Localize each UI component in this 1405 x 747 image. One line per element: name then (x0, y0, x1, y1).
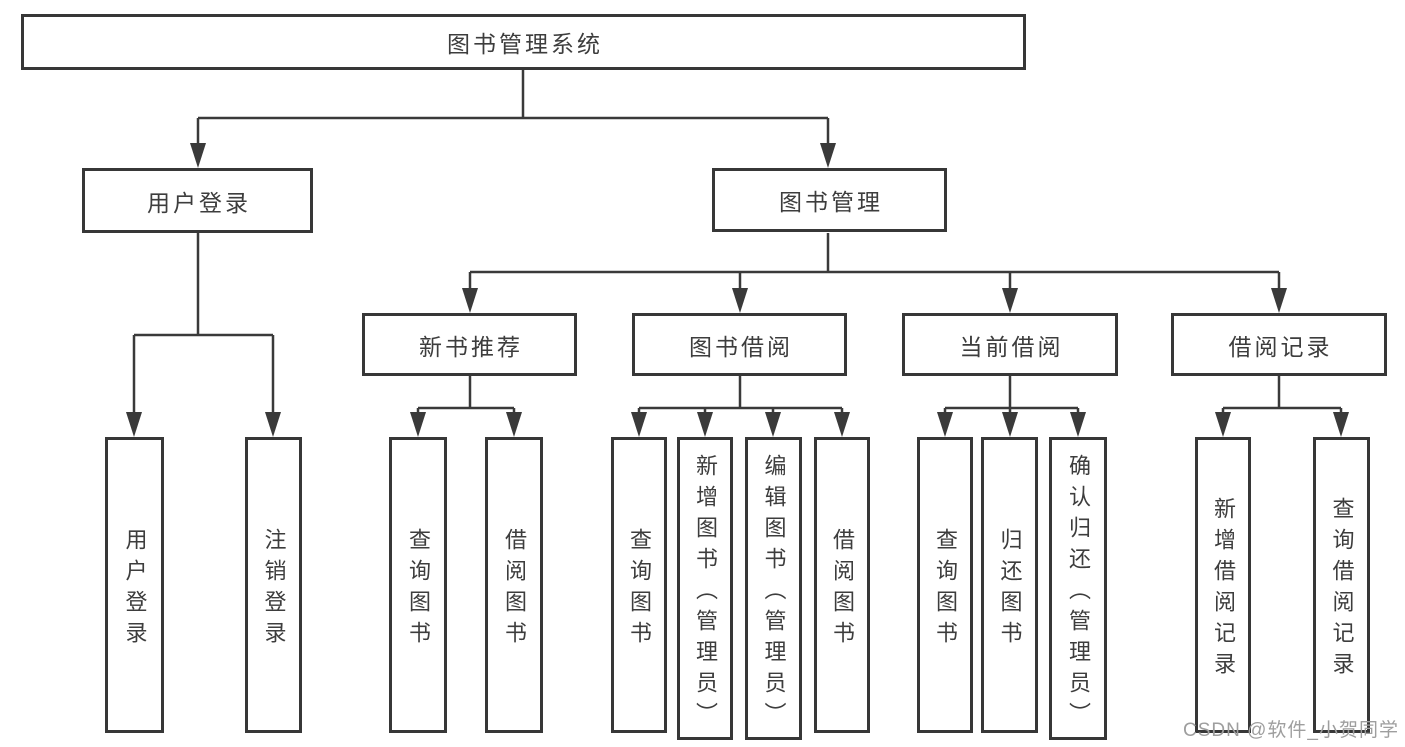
node-user-login: 用户登录 (82, 168, 313, 233)
node-current-borrowing: 当前借阅 (902, 313, 1118, 376)
arrow-down-icon (834, 412, 850, 437)
leaf-user-login: 用户登录 (105, 437, 164, 733)
node-library-management-system: 图书管理系统 (21, 14, 1026, 70)
node-label: 借阅记录 (1228, 333, 1333, 360)
leaf-logout: 注销登录 (245, 437, 302, 733)
node-label: 用户登录 (147, 189, 251, 216)
connector-paths (132, 70, 1343, 420)
node-label: 归还图书 (997, 527, 1023, 652)
node-label: 图书借阅 (689, 333, 793, 360)
arrow-down-icon (1333, 412, 1349, 437)
arrow-down-icon (732, 288, 748, 313)
arrow-down-icon (190, 143, 206, 168)
arrow-down-icon (506, 412, 522, 437)
node-label: 新书推荐 (419, 333, 523, 360)
leaf-query-borrow-record: 查询借阅记录 (1313, 437, 1370, 733)
leaf-add-books-admin: 新增图书（管理员） (677, 437, 733, 740)
leaf-borrow-books: 借阅图书 (814, 437, 870, 733)
leaf-edit-books-admin: 编辑图书（管理员） (745, 437, 802, 740)
node-label: 图书管理 (779, 189, 883, 215)
arrow-down-icon (1215, 412, 1231, 437)
arrow-down-icon (697, 412, 713, 437)
node-label: 注销登录 (261, 527, 287, 652)
arrow-down-icon (462, 288, 478, 313)
arrow-down-icon (410, 412, 426, 437)
arrow-down-icon (1002, 288, 1018, 313)
node-label: 确认归还（管理员） (1066, 453, 1091, 733)
leaf-borrow-books-recommend: 借阅图书 (485, 437, 543, 733)
leaf-add-borrow-record: 新增借阅记录 (1195, 437, 1251, 733)
arrow-down-icon (765, 412, 781, 437)
leaf-query-books-recommend: 查询图书 (389, 437, 447, 733)
arrow-down-icon (126, 412, 142, 437)
arrow-down-icon (1002, 412, 1018, 437)
node-label: 查询图书 (933, 527, 958, 652)
node-label: 新增借阅记录 (1211, 496, 1236, 683)
node-book-borrowing: 图书借阅 (632, 313, 847, 376)
arrow-down-icon (631, 412, 647, 437)
node-label: 查询图书 (406, 527, 431, 652)
arrow-down-icon (1271, 288, 1287, 313)
node-label: 借阅图书 (502, 527, 527, 652)
node-new-book-recommendation: 新书推荐 (362, 313, 577, 376)
node-label: 编辑图书（管理员） (761, 453, 787, 733)
arrow-down-icon (937, 412, 953, 437)
node-book-management: 图书管理 (712, 168, 947, 232)
leaf-return-books: 归还图书 (981, 437, 1038, 733)
leaf-query-books-current: 查询图书 (917, 437, 973, 733)
leaf-confirm-return-admin: 确认归还（管理员） (1049, 437, 1107, 740)
node-borrowing-records: 借阅记录 (1171, 313, 1387, 376)
watermark: CSDN @软件_小贺同学 (1183, 720, 1399, 741)
node-label: 当前借阅 (959, 333, 1064, 360)
node-label: 新增图书（管理员） (693, 453, 718, 733)
leaf-query-books-borrow: 查询图书 (611, 437, 667, 733)
node-label: 图书管理系统 (447, 31, 603, 57)
arrowheads (126, 143, 1349, 437)
arrow-down-icon (820, 143, 836, 168)
node-label: 借阅图书 (830, 527, 855, 652)
node-label: 用户登录 (122, 527, 148, 652)
node-label: 查询借阅记录 (1329, 496, 1355, 683)
node-label: 查询图书 (627, 527, 652, 652)
arrow-down-icon (265, 412, 281, 437)
arrow-down-icon (1070, 412, 1086, 437)
